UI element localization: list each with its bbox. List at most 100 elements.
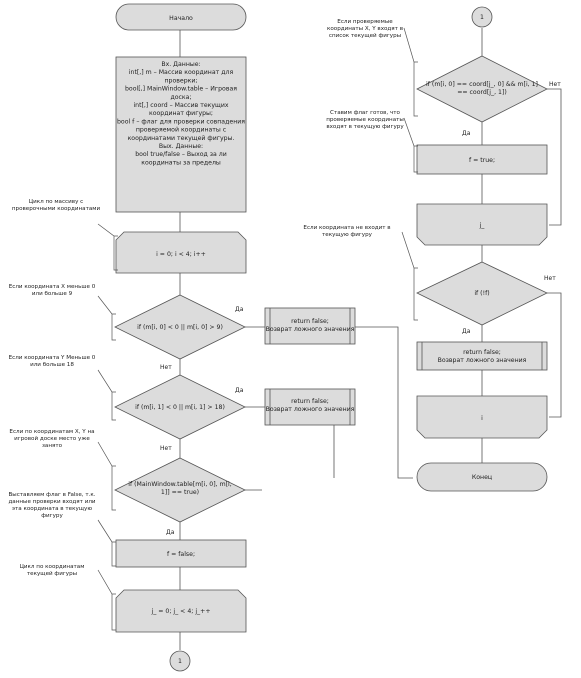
input-text-line: Вх. Данные: <box>161 61 200 68</box>
n1-line: проверочными координатами <box>12 206 101 212</box>
input-data-block <box>115 56 247 213</box>
connector-out-label: 1 <box>178 658 182 665</box>
loop-j-end-label: j_ <box>479 222 486 229</box>
start-label: Начало <box>169 15 193 22</box>
decision-cell-label: if (MainWindow.table[m[i, 0], m[i,1]] ==… <box>128 481 231 496</box>
no-label-1: Нет <box>160 364 172 371</box>
end-label: Конец <box>472 474 492 481</box>
cond3-text-line: if (MainWindow.table[m[i, 0], m[i, <box>128 481 231 488</box>
assign-f-true <box>416 144 548 175</box>
ret1-text-line: Возврат ложного значения <box>266 326 355 333</box>
assign-f-true-label: f = true; <box>469 157 495 164</box>
ret1-text-line: return false; <box>291 318 329 325</box>
n7-line: координаты X, Y входят в <box>327 26 403 32</box>
no-label-3: Нет <box>549 81 561 88</box>
return-false-box-3 <box>416 341 548 371</box>
input-text-line: int[,] coord – Массив текущих <box>133 102 228 109</box>
input-text-line: координат фигуры; <box>149 110 213 117</box>
n4-line: Если по координатам X, Y на <box>9 429 94 435</box>
input-text-line: bool[,] MainWindow.table – Игровая <box>125 86 237 93</box>
input-text-line: доска; <box>170 94 191 101</box>
n9-line: текущую фигуру <box>322 232 373 238</box>
n2-line: или больше 9 <box>32 291 73 297</box>
ret2-text-line: return false; <box>291 398 329 405</box>
ret3-text-line: return false; <box>463 349 501 356</box>
input-text-line: проверки; <box>165 77 198 84</box>
n4-line: занято <box>42 443 63 449</box>
loop-i-end <box>416 395 548 439</box>
connector-in <box>471 6 493 28</box>
input-text-line: bool f – флаг для проверки совпадения <box>117 118 245 125</box>
input-data-text: Вх. Данные:int[,] m – Массив координат д… <box>117 61 245 166</box>
n8-line: проверяемые координаты <box>326 117 404 123</box>
ret2-text-line: Возврат ложного значения <box>266 406 355 413</box>
end-terminal <box>416 462 548 492</box>
loop-i-label: i = 0; i < 4; i++ <box>156 251 206 258</box>
decision-x-label: if (m[i, 0] < 0 || m[i, 0] > 9) <box>137 324 223 331</box>
n7-line: Если проверяемые <box>337 19 393 25</box>
loop-j-end <box>416 203 548 246</box>
decision-not-f-label: if (!f) <box>474 290 489 297</box>
no-label-4: Нет <box>544 275 556 282</box>
note-flag-false: Выставляем флаг в False, т.к.данные пров… <box>8 492 95 519</box>
return-false-label-3: return false;Возврат ложного значения <box>438 349 527 364</box>
decision-in-figure-label: if (m[i, 0] == coord[j_, 0] && m[i, 1]==… <box>426 81 538 96</box>
yes-label-2: Да <box>235 387 244 394</box>
assign-f-false-label: f = false; <box>167 551 195 558</box>
no-label-2: Нет <box>160 445 172 452</box>
n5-line: Выставляем флаг в False, т.к. <box>8 492 95 498</box>
connector-out <box>169 650 191 672</box>
return-false-box-2 <box>264 388 356 426</box>
cond4-text-line: if (m[i, 0] == coord[j_, 0] && m[i, 1] <box>426 81 538 88</box>
ret3-text-line: Возврат ложного значения <box>438 357 527 364</box>
cond4-text-line: == coord[j_, 1]) <box>457 89 507 96</box>
yes-label-4: Да <box>462 130 471 137</box>
input-text-line: int[,] m – Массив координат для <box>129 69 234 76</box>
return-false-box-1 <box>264 307 356 345</box>
yes-label-1: Да <box>235 306 244 313</box>
n1-line: Цикл по массиву с <box>29 199 83 205</box>
start-terminal <box>115 3 247 31</box>
decision-x-range <box>114 294 246 360</box>
n5-line: данные проверки входят или <box>8 499 95 505</box>
return-false-label-2: return false;Возврат ложного значения <box>266 398 355 413</box>
decision-not-f <box>416 261 548 326</box>
input-text-line: координаты за пределы <box>141 159 221 166</box>
loop-j-label: j_ = 0; j_ < 4; j_++ <box>150 608 210 615</box>
loop-i-end-label: i <box>481 415 483 422</box>
decision-cell-occupied <box>114 457 246 523</box>
yes-label-3: Да <box>166 529 175 536</box>
loop-j-start <box>115 589 247 633</box>
annotation-brackets <box>97 27 418 631</box>
yes-label-5: Да <box>462 328 471 335</box>
n6-line: текущей фигуры <box>27 570 77 577</box>
input-text-line: Вых. Данные: <box>159 143 203 150</box>
flow-lines-right <box>481 28 562 463</box>
decision-in-figure <box>416 55 548 123</box>
input-text-line: координатами текущей фигуры. <box>128 134 235 142</box>
loop-i-start <box>115 231 247 274</box>
n9-line: Если координата не входит в <box>303 225 390 231</box>
n3-line: или больше 18 <box>30 362 74 368</box>
decision-y-label: if (m[i, 1] < 0 || m[i, 1] > 18) <box>135 404 225 411</box>
assign-f-false <box>115 539 247 568</box>
n2-line: Если координата X меньше 0 <box>9 284 96 290</box>
n8-line: входят в текущую фигуру <box>326 124 404 130</box>
n5-line: фигуру <box>41 513 63 519</box>
input-text-line: bool true/false – Выход за ли <box>135 151 227 158</box>
decision-y-range <box>114 374 246 440</box>
n8-line: Ставим флаг готов, что <box>330 110 400 116</box>
n5-line: эта координата в текущую <box>12 506 92 512</box>
n6-line: Цикл по координатам <box>20 564 85 570</box>
cond3-text-line: 1]] == true) <box>161 489 199 496</box>
